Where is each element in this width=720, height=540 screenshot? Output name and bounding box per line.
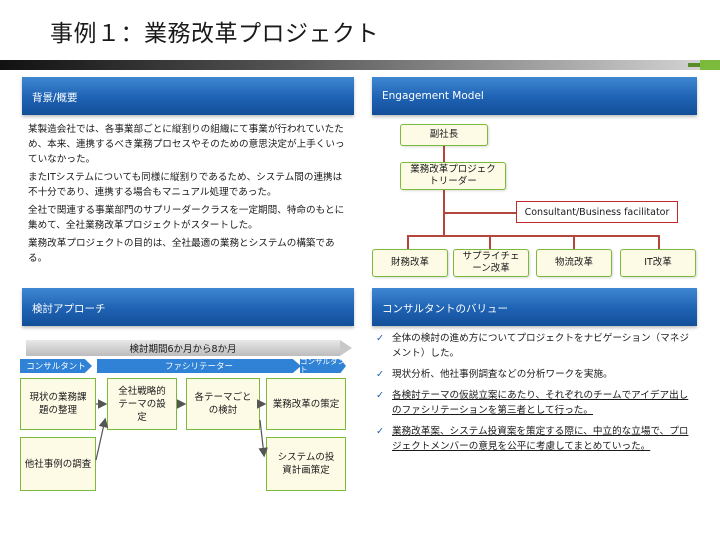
arrow-research-to-theme <box>95 417 109 461</box>
step-it-investment: システムの投資計画策定 <box>266 437 346 491</box>
org-box-project-leader: 業務改革プロジェクトリーダー <box>400 162 506 190</box>
connector-team-logistics <box>573 235 575 249</box>
list-item: ✓ 各検討テーマの仮説立案にあたり、それぞれのチームでアイデア出しのファシリテーシ… <box>374 388 694 418</box>
accent-bar-dark <box>688 63 700 67</box>
connector-team-supply <box>489 235 491 249</box>
list-item-text: 業務改革案、システム投資案を策定する際に、中立的な立場で、プロジェクトメンバーの… <box>392 426 689 452</box>
org-box-team-it: IT改革 <box>620 249 696 277</box>
list-item: ✓ 業務改革案、システム投資案を策定する際に、中立的な立場で、プロジェクトメンバー… <box>374 424 694 454</box>
period-bar: 検討期間6か月から8か月 <box>26 340 340 356</box>
org-box-team-finance: 財務改革 <box>372 249 448 277</box>
check-icon: ✓ <box>376 333 385 344</box>
connector-team-finance <box>407 235 409 249</box>
background-header: 背景/概要 <box>22 77 354 115</box>
connector-vp-leader <box>443 146 445 162</box>
connector-team-it <box>658 235 660 249</box>
list-item: ✓ 全体の検討の進め方についてプロジェクトをナビゲーション（マネジメント）した。 <box>374 331 694 361</box>
step-reform-plan: 業務改革の策定 <box>266 378 346 430</box>
background-paragraph: またITシステムについても同様に縦割りであるため、システム間の連携は不十分であり… <box>28 172 343 198</box>
role-consultant-end: コンサルタント <box>300 357 346 374</box>
role-consultant-start: コンサルタント <box>20 359 92 373</box>
check-icon: ✓ <box>376 390 385 401</box>
org-box-team-logistics: 物流改革 <box>536 249 612 277</box>
org-box-vp: 副社長 <box>400 124 488 146</box>
page-title: 事例１：業務改革プロジェクト <box>50 21 379 47</box>
step-case-research: 他社事例の調査 <box>20 437 96 491</box>
connector-consultant <box>444 212 516 214</box>
background-paragraph: 全社で関連する事業部門のサプリーダークラスを一定期間、特命のもとに集めて、全社業… <box>28 205 345 231</box>
check-icon: ✓ <box>376 369 385 380</box>
list-item: ✓ 現状分析、他社事例調査などの分析ワークを実施。 <box>374 367 694 382</box>
background-paragraph: 業務改革プロジェクトの目的は、全社最適の業務とシステムの構築である。 <box>28 238 335 264</box>
step-theme-review: 各テーマごとの検討 <box>186 378 260 430</box>
connector-teams-horizontal <box>407 235 660 237</box>
approach-header: 検討アプローチ <box>22 288 354 326</box>
accent-bar-green <box>700 60 720 70</box>
arrow-review-to-investment <box>258 419 268 458</box>
consultant-value-header: コンサルタントのバリュー <box>372 288 697 326</box>
org-box-team-supply: サプライチェーン改革 <box>453 249 529 277</box>
list-item-text: 現状分析、他社事例調査などの分析ワークを実施。 <box>392 369 613 380</box>
list-item-text: 各検討テーマの仮説立案にあたり、それぞれのチームでアイデア出しのファシリテーショ… <box>392 390 689 416</box>
background-paragraph: 某製造会社では、各事業部ごとに縦割りの組織にて事業が行われていたため、本来、連携… <box>28 124 345 165</box>
check-icon: ✓ <box>376 426 385 437</box>
list-item-text: 全体の検討の進め方についてプロジェクトをナビゲーション（マネジメント）した。 <box>392 333 689 359</box>
approach-arrows <box>95 399 268 461</box>
step-current-issues: 現状の業務課題の整理 <box>20 378 96 430</box>
title-divider-bar <box>0 60 720 70</box>
role-facilitator: ファシリテーター <box>97 359 301 373</box>
background-text: 某製造会社では、各事業部ごとに縦割りの組織にて事業が行われていたため、本来、連携… <box>28 122 350 269</box>
engagement-model-header: Engagement Model <box>372 77 697 115</box>
org-box-consultant: Consultant/Business facilitator <box>516 201 678 223</box>
consultant-value-list: ✓全体の検討の進め方についてプロジェクトをナビゲーション（マネジメント）した。 … <box>374 331 694 460</box>
period-arrow-head <box>340 340 352 356</box>
step-strategic-theme: 全社戦略的テーマの設定 <box>107 378 177 430</box>
